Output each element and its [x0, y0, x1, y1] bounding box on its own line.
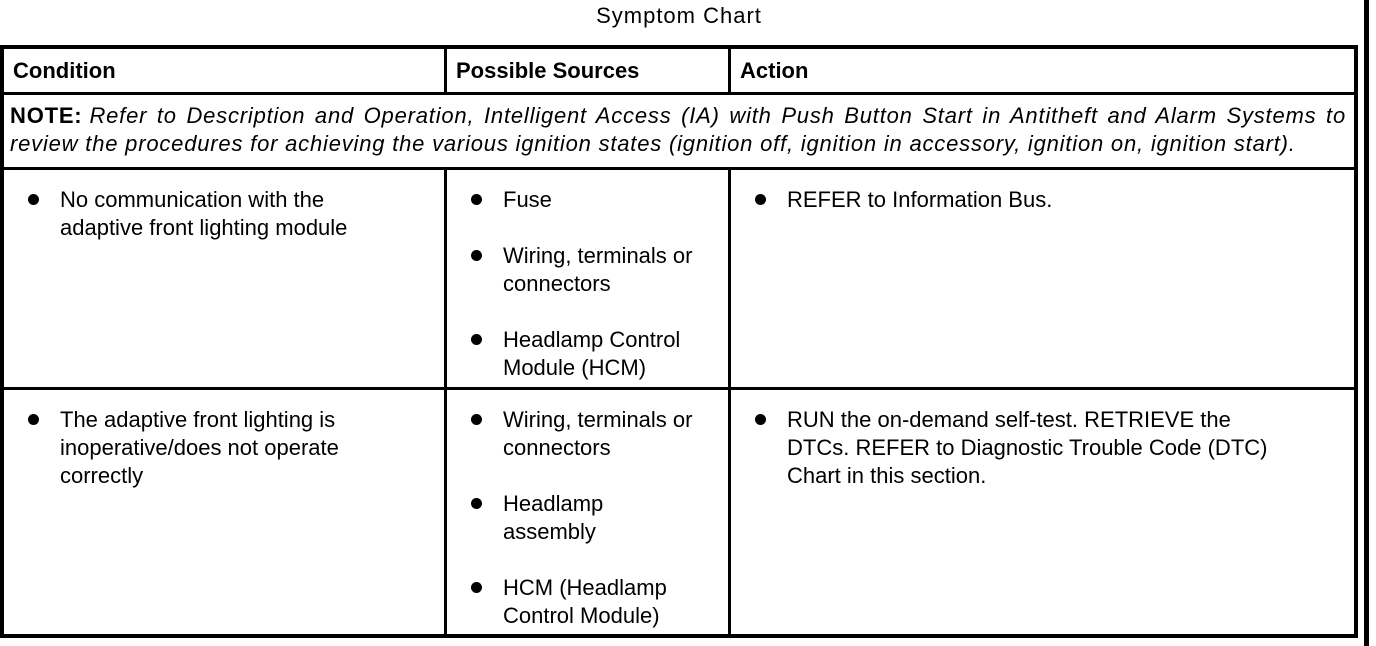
- column-header-condition: Condition: [4, 49, 447, 95]
- note-row: NOTE:Refer to Description and Operation,…: [4, 95, 1354, 170]
- bullet-item: Fuse: [471, 186, 700, 214]
- bullet-item-text: The adaptive front lighting is inoperati…: [60, 407, 339, 488]
- bullet-icon: [471, 194, 482, 205]
- action-cell-row-1: REFER to Information Bus.: [731, 170, 1354, 390]
- bullet-icon: [471, 582, 482, 593]
- condition-cell-row-2: The adaptive front lighting is inoperati…: [4, 390, 447, 634]
- bullet-item-text: Headlamp assembly: [503, 491, 604, 544]
- bullet-icon: [28, 194, 39, 205]
- bullet-icon: [471, 414, 482, 425]
- bullet-item: RUN the on-demand self-test. RETRIEVE th…: [755, 406, 1299, 490]
- bullet-icon: [471, 498, 482, 509]
- bullet-item-text: HCM (Headlamp Control Module): [503, 575, 667, 628]
- condition-cell-row-1: No communication with the adaptive front…: [4, 170, 447, 390]
- bullet-icon: [471, 334, 482, 345]
- bullet-item: Headlamp assembly: [471, 490, 700, 546]
- bullet-item: Wiring, terminals or connectors: [471, 406, 700, 462]
- symptom-chart-table: Condition Possible Sources Action NOTE:R…: [0, 45, 1358, 638]
- bullet-item: The adaptive front lighting is inoperati…: [28, 406, 404, 490]
- bullet-item-text: Wiring, terminals or connectors: [503, 407, 693, 460]
- bullet-item-text: REFER to Information Bus.: [787, 187, 1053, 212]
- bullet-item-text: Fuse: [503, 187, 552, 212]
- bullet-item: Wiring, terminals or connectors: [471, 242, 700, 298]
- bullet-icon: [755, 194, 766, 205]
- bullet-item: Headlamp Control Module (HCM): [471, 326, 700, 382]
- bullet-item-text: No communication with the adaptive front…: [60, 187, 348, 240]
- bullet-item-text: Headlamp Control Module (HCM): [503, 327, 681, 380]
- bullet-item: No communication with the adaptive front…: [28, 186, 404, 242]
- action-cell-row-2: RUN the on-demand self-test. RETRIEVE th…: [731, 390, 1354, 634]
- bullet-item-text: RUN the on-demand self-test. RETRIEVE th…: [787, 407, 1268, 488]
- page-border-line: [1364, 0, 1369, 646]
- column-header-action: Action: [731, 49, 1354, 95]
- note-label: NOTE:: [10, 103, 83, 128]
- bullet-item: HCM (Headlamp Control Module): [471, 574, 700, 630]
- note-text: Refer to Description and Operation, Inte…: [10, 103, 1346, 156]
- column-header-possible-sources: Possible Sources: [447, 49, 731, 95]
- bullet-item: REFER to Information Bus.: [755, 186, 1299, 214]
- bullet-icon: [28, 414, 39, 425]
- page-title: Symptom Chart: [596, 3, 762, 28]
- bullet-icon: [755, 414, 766, 425]
- bullet-item-text: Wiring, terminals or connectors: [503, 243, 693, 296]
- bullet-icon: [471, 250, 482, 261]
